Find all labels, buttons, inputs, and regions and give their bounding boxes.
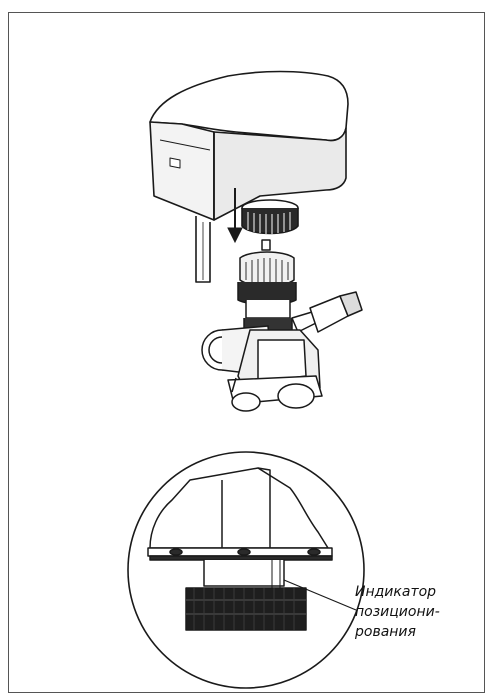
position-indicator-label: Индикатор позициони- рования: [355, 582, 475, 642]
callout-line-2: позициони-: [355, 604, 440, 620]
actuator-drawing: [149, 70, 349, 283]
figure-frame: [8, 12, 485, 693]
magnified-detail-drawing: [127, 451, 365, 689]
down-arrow-icon: [227, 188, 243, 244]
callout-line-3: рования: [355, 624, 416, 640]
callout-line-1: Индикатор: [355, 584, 437, 600]
valve-drawing: [201, 239, 363, 412]
